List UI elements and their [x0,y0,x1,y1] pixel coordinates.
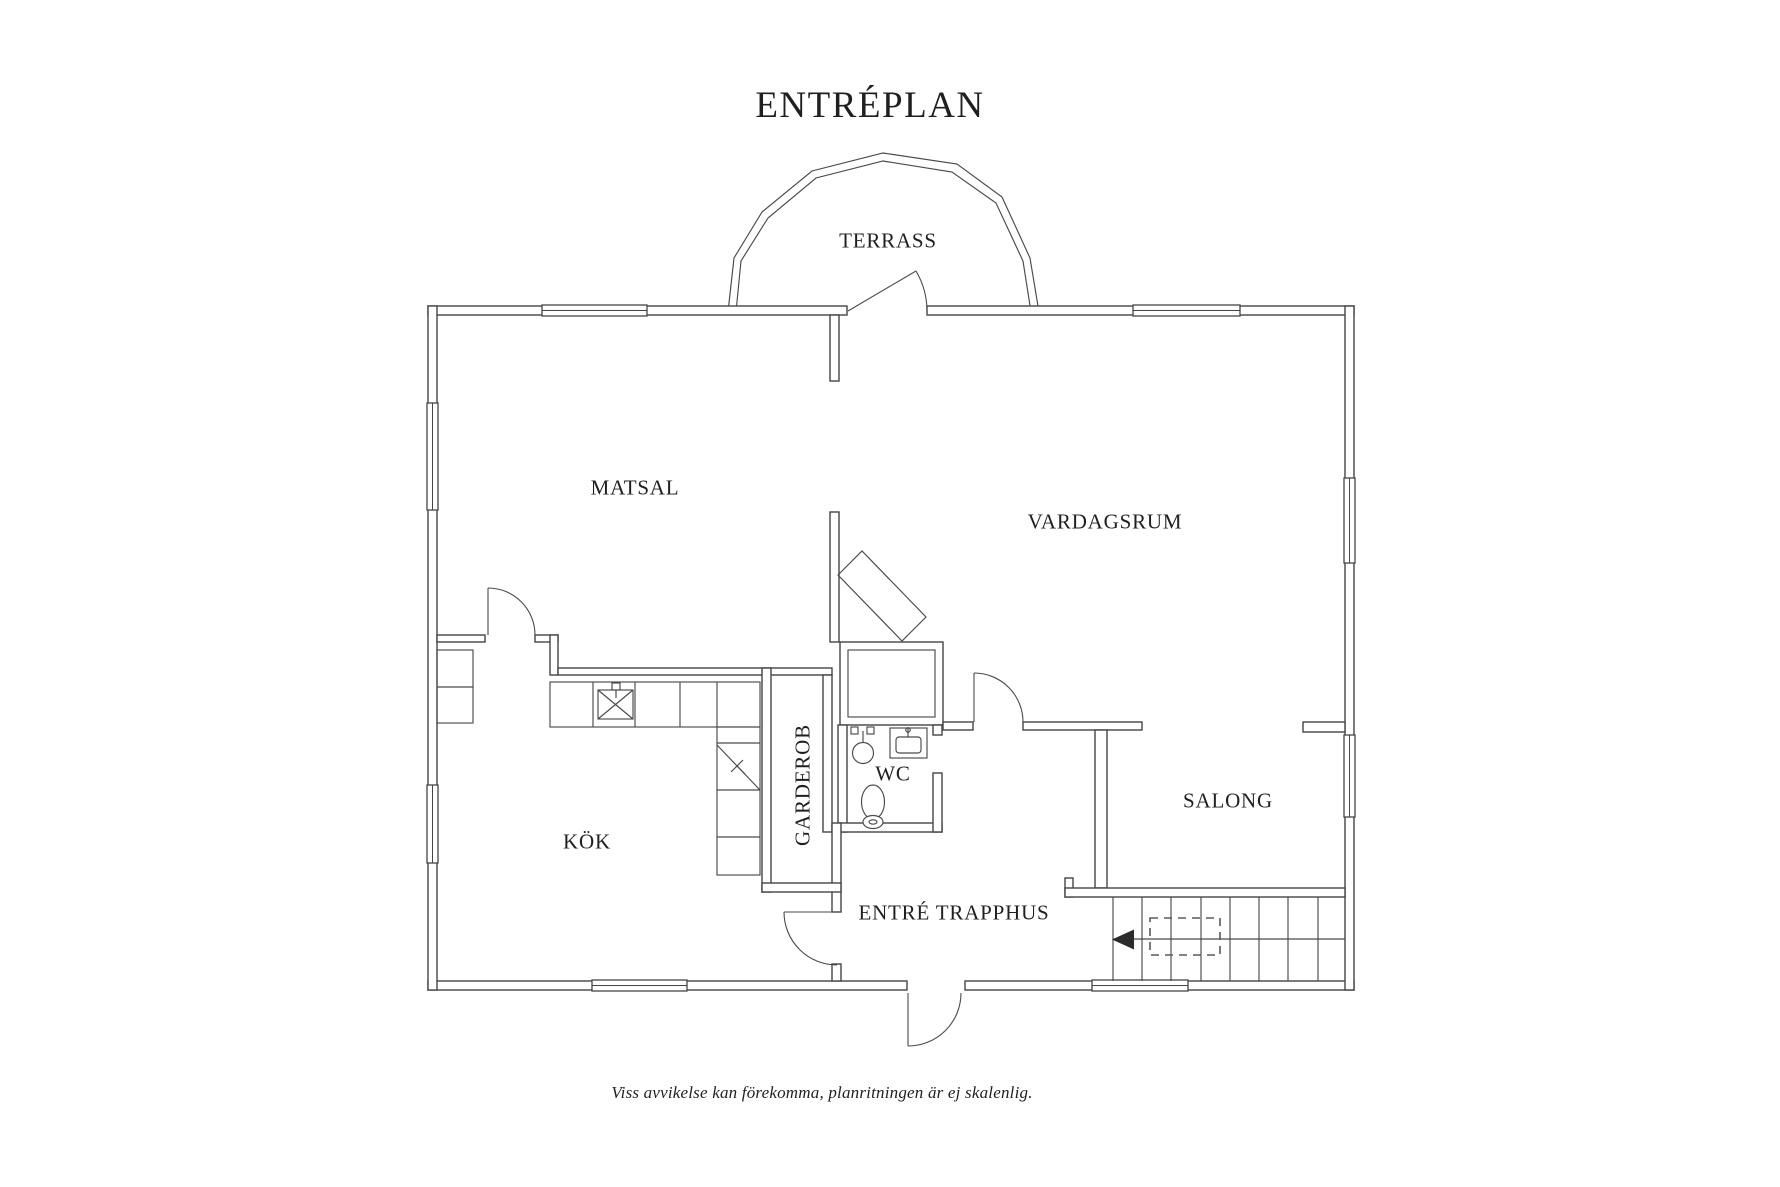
disclaimer-text: Viss avvikelse kan förekomma, planritnin… [611,1083,1032,1102]
door-vardagsrum-hall [973,672,1024,723]
room-label-kok: KÖK [563,829,611,853]
window [1091,979,1189,992]
room-label-wc: WC [875,761,910,785]
window [1343,477,1356,564]
terrace-outline [727,152,1040,313]
stairs-opening-dashed [1149,917,1221,956]
stairs-direction-arrow-icon [1112,929,1134,950]
window [591,979,688,992]
door-entrance [907,992,962,1047]
room-label-terrass: TERRASS [839,228,937,252]
room-label-garderob: GARDEROB [790,724,814,846]
door-matsal-kok [487,587,536,636]
window [1343,734,1356,818]
room-label-salong: SALONG [1183,788,1273,812]
interior-walls [436,314,1346,982]
wc-fixtures [850,726,928,830]
window [1132,304,1241,317]
door-terrace [847,270,928,312]
page-title: ENTRÉPLAN [755,84,984,126]
stairs [1112,897,1345,981]
room-label-entre-trapphus: ENTRÉ TRAPPHUS [858,900,1049,924]
room-label-matsal: MATSAL [591,475,680,499]
wc-basin-icon [889,727,928,759]
window [541,304,648,317]
wall-left [427,305,438,991]
corner-fireplace [837,550,927,642]
windows [426,304,1356,992]
kitchen-counters [436,649,761,876]
wc-sink-icon [850,726,875,765]
wall-right [1344,305,1355,991]
doors [487,270,1024,1047]
toilet-icon [860,784,886,830]
kitchen-sink-icon [597,682,634,720]
room-label-vardagsrum: VARDAGSRUM [1028,509,1183,533]
window [426,784,439,864]
refrigerator-icon [716,744,761,791]
door-kok-hall [783,911,838,966]
window [426,402,439,511]
